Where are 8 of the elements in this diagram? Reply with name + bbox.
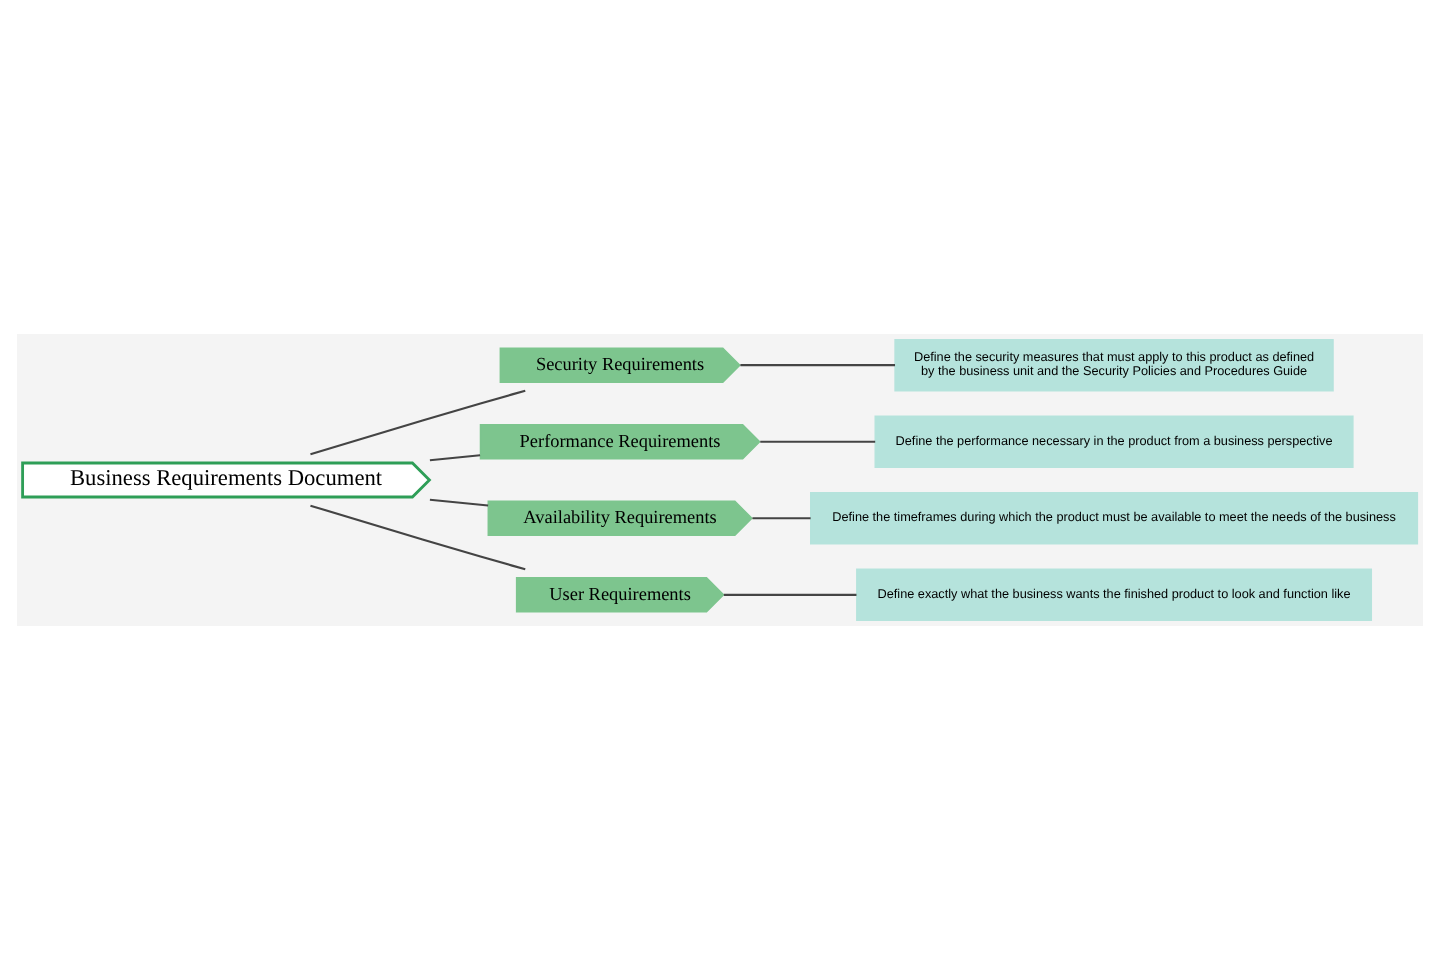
connector — [723, 593, 857, 596]
connector — [310, 504, 526, 571]
connector — [752, 517, 811, 520]
connector — [740, 364, 896, 367]
connector — [429, 454, 481, 462]
connector — [429, 498, 489, 507]
connector — [760, 440, 876, 443]
connector — [310, 389, 526, 456]
